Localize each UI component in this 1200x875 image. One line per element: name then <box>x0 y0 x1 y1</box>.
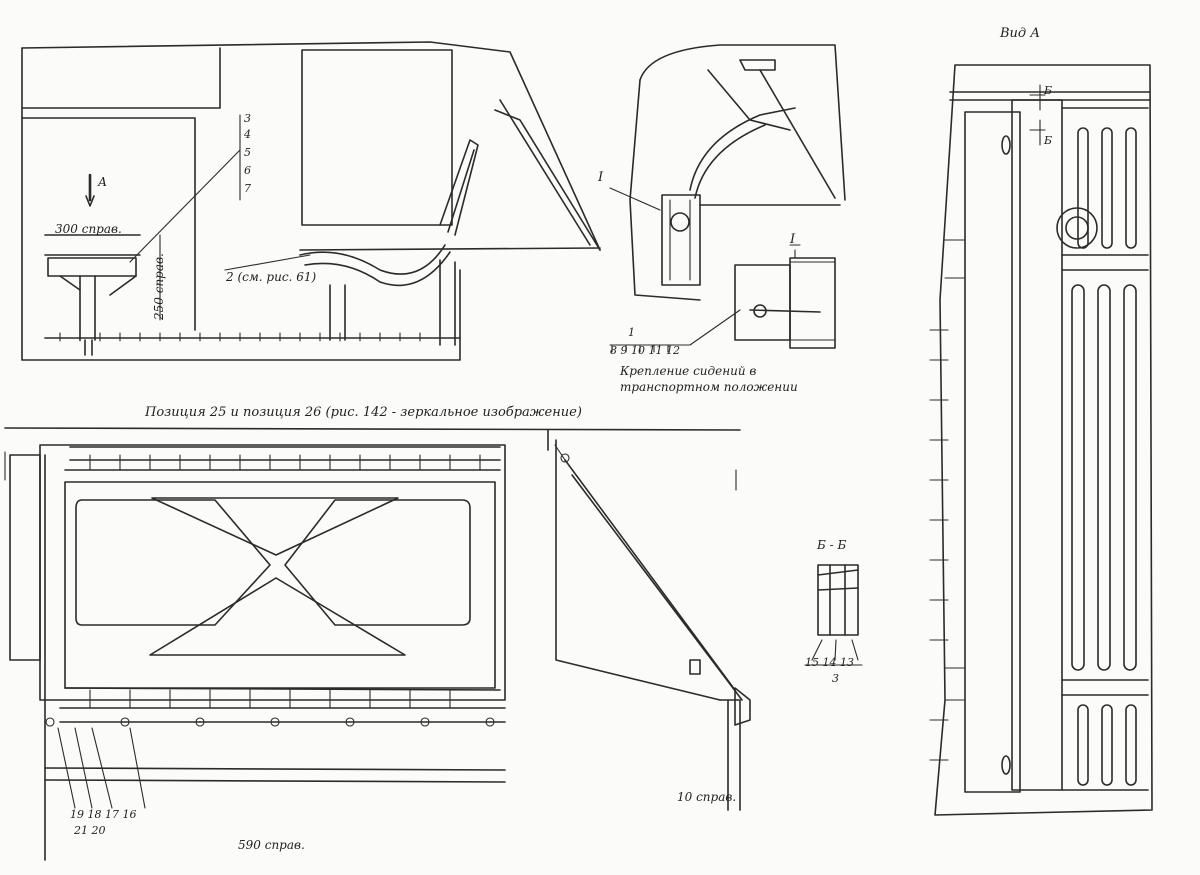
position-title: Позиция 25 и позиция 26 (рис. 142 - зерк… <box>145 405 582 420</box>
seat-mount-detail <box>609 44 846 353</box>
parts-19-16-labels: 19 18 17 16 <box>70 808 137 821</box>
view-a-panel <box>929 64 1153 816</box>
section-cut-markers <box>1029 94 1046 131</box>
seat-panel-position-25 <box>4 427 741 861</box>
part-5-label: 5 <box>244 146 251 159</box>
part-7-label: 7 <box>244 182 251 195</box>
top-left-assembly-view <box>21 41 601 361</box>
section-mark-b-bottom: Б <box>1044 134 1053 147</box>
part-6-label: 6 <box>244 164 251 177</box>
reference-2-fig-61: 2 (см. рис. 61) <box>226 270 317 284</box>
mount-caption-line-1: Крепление сидений в <box>620 364 757 378</box>
part-3-label: 3 <box>244 112 251 125</box>
dimension-300: 300 справ. <box>55 222 122 236</box>
section-b-b <box>804 564 863 666</box>
part-4-label: 4 <box>244 128 251 141</box>
part-3-section-label: 3 <box>832 672 839 685</box>
view-a-title: Вид А <box>1000 26 1041 41</box>
seat-side-view <box>547 429 751 811</box>
section-mark-b-top: Б <box>1044 84 1053 97</box>
arrow-a-label: А <box>98 175 108 189</box>
detail-i-view-label: I <box>790 232 796 247</box>
parts-8-12-labels: 8 9 10 11 12 <box>610 344 680 357</box>
detail-i-callout: I <box>598 170 604 185</box>
section-b-b-title: Б - Б <box>817 538 847 552</box>
dimension-590: 590 справ. <box>238 838 305 852</box>
parts-15-13-labels: 15 14 13 <box>805 656 854 669</box>
part-1-label: 1 <box>628 326 635 339</box>
dimension-10: 10 справ. <box>677 790 737 804</box>
parts-21-20-labels: 21 20 <box>74 824 106 837</box>
mount-caption-line-2: транспортном положении <box>620 380 798 394</box>
dimension-250: 250 справ. <box>152 253 166 320</box>
